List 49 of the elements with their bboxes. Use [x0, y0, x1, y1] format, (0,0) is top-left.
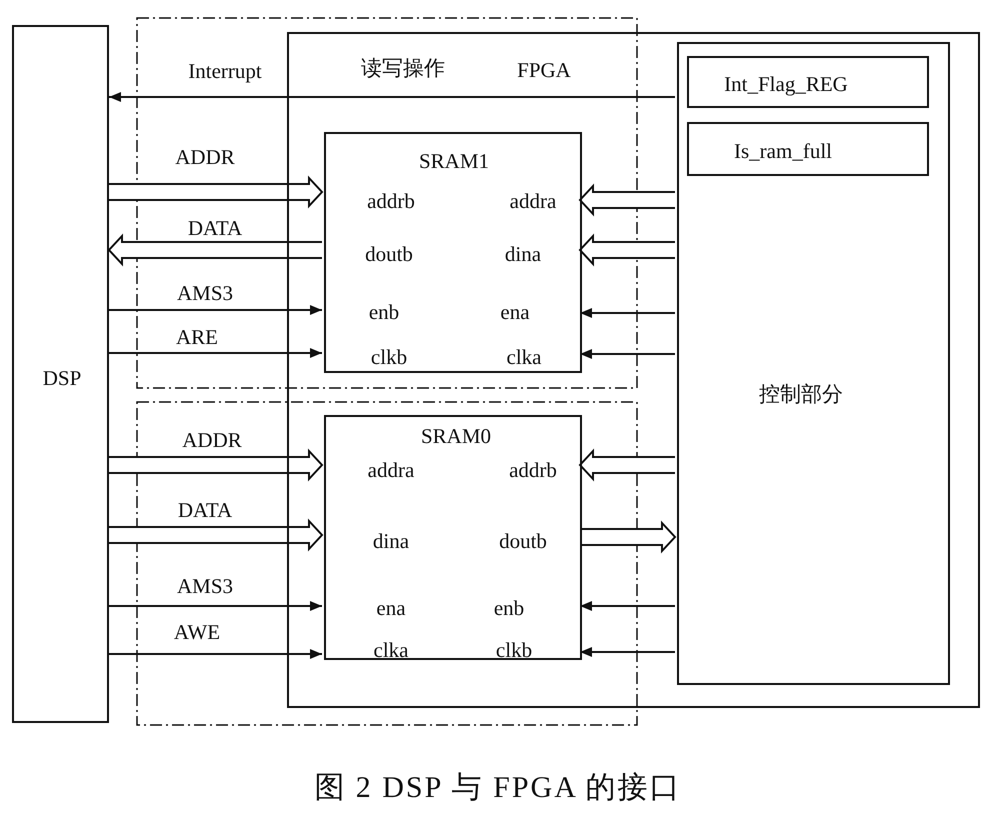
- bus-arrow: [108, 518, 324, 552]
- bus-arrow: [579, 520, 676, 554]
- port-label: addrb: [367, 189, 415, 213]
- port-label: ena: [376, 596, 406, 620]
- arrow: [580, 349, 675, 359]
- bus-arrow: [108, 175, 324, 209]
- port-label: dina: [372, 529, 410, 553]
- box-label: 控制部分: [759, 382, 843, 406]
- arrow: [109, 305, 322, 315]
- caption: 图 2 DSP 与 FPGA 的接口: [314, 771, 682, 805]
- bus-arrow: [578, 183, 676, 217]
- fpga-box: [287, 32, 980, 708]
- port-label: doutb: [499, 529, 547, 553]
- block-title: SRAM1: [418, 149, 490, 173]
- register-box: [687, 122, 929, 176]
- box-label: DSP: [42, 366, 82, 390]
- bus-arrow: [578, 448, 676, 482]
- bus-arrow: [108, 448, 324, 482]
- block-title: SRAM0: [420, 424, 492, 448]
- port-label: addra: [368, 458, 414, 482]
- arrow: [109, 649, 322, 659]
- port-label: clkb: [496, 638, 532, 662]
- arrow: [109, 348, 322, 358]
- port-label: clka: [374, 638, 408, 662]
- arrow: [109, 601, 322, 611]
- bus-arrow: [578, 233, 676, 267]
- port-label: addrb: [509, 458, 557, 482]
- dsp-box: [12, 25, 109, 723]
- port-label: dina: [504, 242, 542, 266]
- box-label: FPGA: [517, 58, 571, 82]
- sram-block: [324, 132, 582, 373]
- control-box: [677, 42, 950, 685]
- port-label: enb: [368, 300, 400, 324]
- box-label: Int_Flag_REG: [724, 72, 848, 96]
- port-label: clkb: [370, 345, 408, 369]
- sram-block: [324, 415, 582, 660]
- bus-arrow: [108, 233, 323, 267]
- arrow: [580, 308, 675, 318]
- arrow: [580, 647, 675, 657]
- region-label: 读写操作: [361, 56, 445, 80]
- box-label: Is_ram_full: [734, 139, 832, 163]
- arrow: [109, 92, 675, 102]
- port-label: clka: [506, 345, 542, 369]
- port-label: addra: [510, 189, 556, 213]
- port-label: doutb: [365, 242, 413, 266]
- port-label: ena: [500, 300, 530, 324]
- arrow: [580, 601, 675, 611]
- register-box: [687, 56, 929, 108]
- port-label: enb: [494, 596, 524, 620]
